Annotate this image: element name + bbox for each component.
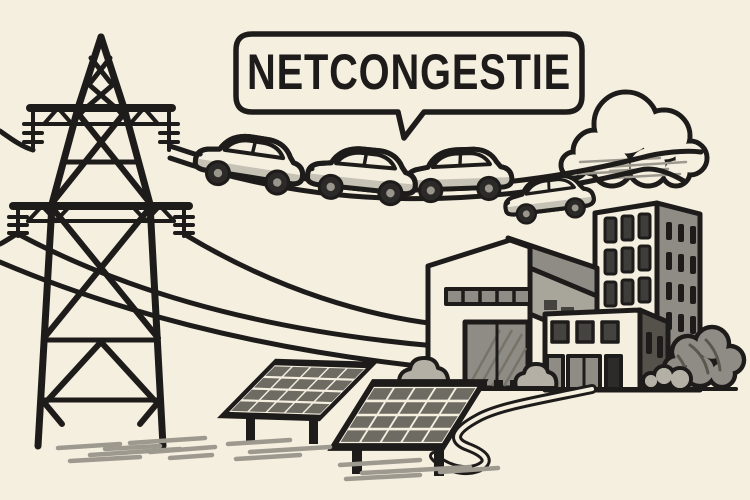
solar-panel-left	[223, 362, 372, 444]
office-windows	[550, 320, 620, 344]
transmission-tower	[7, 33, 195, 450]
tower-ground-shadow	[55, 435, 218, 464]
solar-panel-right	[333, 383, 483, 476]
bushes	[397, 324, 747, 392]
warehouse	[425, 235, 600, 391]
solar-panel-shadows	[225, 437, 501, 482]
apartment-side-windows	[666, 222, 696, 334]
clerestory-windows	[444, 287, 532, 306]
apartment-windows	[603, 212, 652, 308]
netcongestie-text: NETCONGESTIE	[247, 44, 571, 100]
speech-bubble: NETCONGESTIE	[233, 31, 585, 141]
insulators	[7, 110, 195, 238]
